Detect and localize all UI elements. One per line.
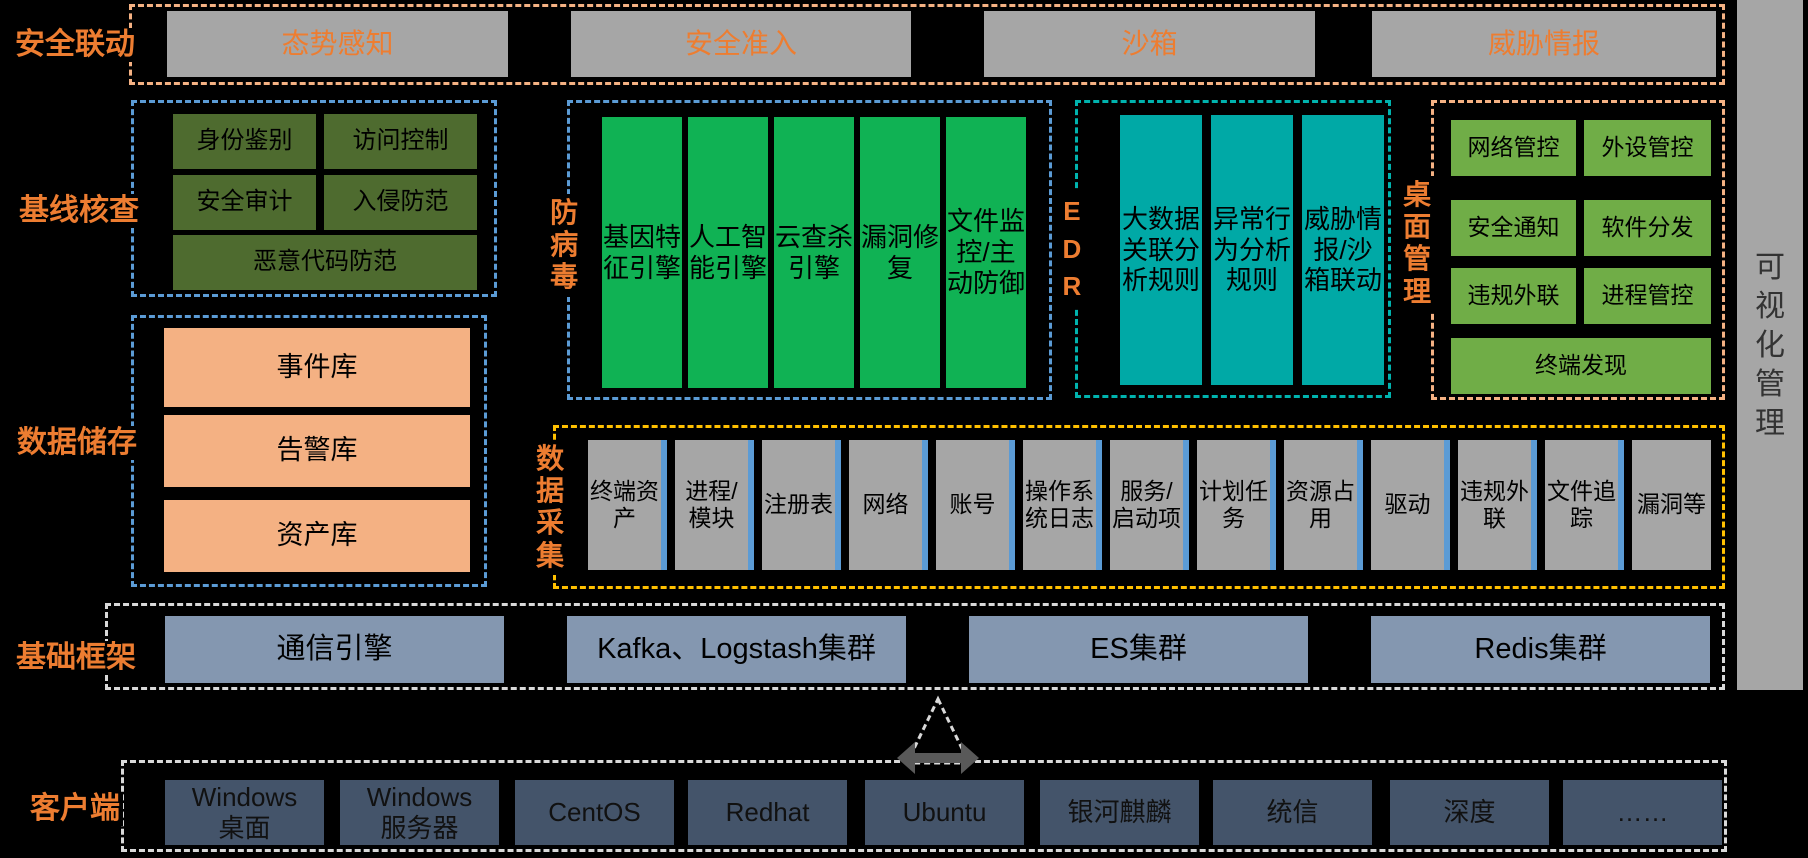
node-comm-engine: 通信引擎 [165, 616, 504, 683]
node-security-audit: 安全审计 [173, 175, 316, 230]
node-bigdata-correlation-rules: 大数据关联分析规则 [1120, 115, 1202, 385]
section-base-framework: 通信引擎 Kafka、Logstash集群 ES集群 Redis集群 [105, 603, 1725, 690]
node-redhat: Redhat [688, 780, 847, 845]
node-account: 账号 [936, 440, 1015, 570]
node-endpoint-discovery: 终端发现 [1451, 338, 1711, 394]
section-data-storage: 事件库 告警库 资产库 [131, 315, 487, 587]
node-os-log: 操作系统日志 [1023, 440, 1102, 570]
node-threat-intel: 威胁情报 [1372, 11, 1716, 77]
node-threatintel-sandbox-linkage: 威胁情报/沙箱联动 [1302, 115, 1384, 385]
node-peripheral-control: 外设管控 [1584, 120, 1711, 176]
section-desktop-mgmt: 网络管控 外设管控 安全通知 软件分发 违规外联 进程管控 终端发现 [1431, 100, 1725, 400]
node-scheduled-task: 计划任务 [1197, 440, 1276, 570]
node-illegal-outreach-data: 违规外联 [1458, 440, 1537, 570]
node-illegal-outreach-ctrl: 违规外联 [1451, 268, 1576, 324]
node-sandbox: 沙箱 [984, 11, 1315, 77]
node-malicious-code-prevention: 恶意代码防范 [173, 235, 477, 290]
node-deepin: 深度 [1390, 780, 1549, 845]
node-cloud-scan-engine: 云查杀引擎 [774, 117, 854, 388]
section-clients: Windows 桌面 Windows 服务器 CentOS Redhat Ubu… [121, 760, 1727, 852]
visual-management-bar: 可视化管理 [1737, 0, 1803, 690]
node-resource-usage: 资源占用 [1284, 440, 1363, 570]
node-driver: 驱动 [1371, 440, 1450, 570]
node-gene-signature-engine: 基因特征引擎 [602, 117, 682, 388]
node-software-distribution: 软件分发 [1584, 200, 1711, 256]
node-vulnerability-etc: 漏洞等 [1632, 440, 1711, 570]
section-antivirus: 基因特征引擎 人工智能引擎 云查杀引擎 漏洞修复 文件监控/主动防御 [567, 100, 1052, 400]
node-event-db: 事件库 [164, 328, 470, 407]
node-identity-auth: 身份鉴别 [173, 114, 316, 169]
node-windows-server: Windows 服务器 [340, 780, 499, 845]
node-es-cluster: ES集群 [969, 616, 1308, 683]
visual-management-label: 可视化管理 [1755, 250, 1785, 440]
row-label-clients: 客户端 [27, 792, 123, 826]
node-uos: 统信 [1213, 780, 1372, 845]
node-endpoint-asset: 终端资产 [588, 440, 667, 570]
node-file-tracking: 文件追踪 [1545, 440, 1624, 570]
node-redis-cluster: Redis集群 [1371, 616, 1710, 683]
row-label-security-linkage: 安全联动 [12, 28, 138, 62]
node-anomaly-behavior-rules: 异常行为分析规则 [1211, 115, 1293, 385]
node-security-access: 安全准入 [571, 11, 911, 77]
node-vuln-repair: 漏洞修复 [860, 117, 940, 388]
node-file-monitor-defense: 文件监控/主动防御 [946, 117, 1026, 388]
node-other-os: …… [1563, 780, 1722, 845]
col-label-data-collect: 数据采集 [533, 440, 568, 575]
row-label-baseline-check: 基线核查 [16, 194, 142, 228]
node-service-startup: 服务/启动项 [1110, 440, 1189, 570]
section-data-collect: 终端资产 进程/模块 注册表 网络 账号 操作系统日志 服务/启动项 计划任务 … [553, 425, 1725, 589]
node-asset-db: 资产库 [164, 500, 470, 572]
node-situational-awareness: 态势感知 [167, 11, 508, 77]
col-label-antivirus: 防病毒 [547, 194, 582, 297]
node-access-control: 访问控制 [324, 114, 477, 169]
node-registry: 注册表 [762, 440, 841, 570]
node-alert-db: 告警库 [164, 415, 470, 487]
node-intrusion-prevention: 入侵防范 [324, 175, 477, 230]
col-label-desktop-mgmt: 桌面管理 [1400, 176, 1435, 311]
node-security-notice: 安全通知 [1451, 200, 1576, 256]
row-label-data-storage: 数据储存 [14, 426, 140, 460]
node-centos: CentOS [515, 780, 674, 845]
node-network: 网络 [849, 440, 928, 570]
node-kylin: 银河麒麟 [1040, 780, 1199, 845]
node-windows-desktop: Windows 桌面 [165, 780, 324, 845]
node-network-control: 网络管控 [1451, 120, 1576, 176]
node-process-module: 进程/模块 [675, 440, 754, 570]
node-process-control: 进程管控 [1584, 268, 1711, 324]
col-label-edr: EDR [1056, 190, 1088, 310]
node-kafka-logstash-cluster: Kafka、Logstash集群 [567, 616, 906, 683]
section-security-linkage: 态势感知 安全准入 沙箱 威胁情报 [129, 4, 1725, 85]
section-baseline-check: 身份鉴别 访问控制 安全审计 入侵防范 恶意代码防范 [131, 100, 497, 297]
row-label-base-framework: 基础框架 [13, 641, 139, 675]
section-edr: 大数据关联分析规则 异常行为分析规则 威胁情报/沙箱联动 [1075, 100, 1391, 398]
bidirectional-connector-arrow [897, 695, 979, 774]
node-ai-engine: 人工智能引擎 [688, 117, 768, 388]
node-ubuntu: Ubuntu [865, 780, 1024, 845]
